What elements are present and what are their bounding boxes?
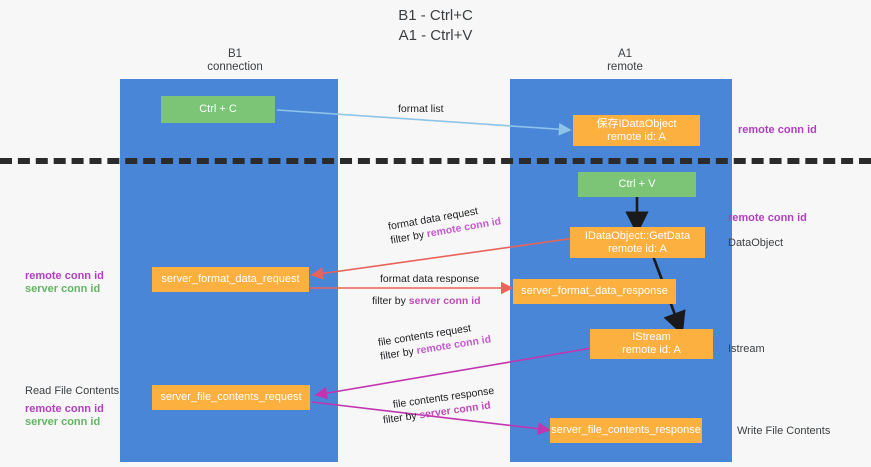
column-header-b1: B1 connection [207,48,263,73]
annotation-istream: Istream [728,343,765,355]
filter-prefix: filter by [382,409,421,427]
edge-label-format-data-response: format data response filter by server co… [372,272,481,308]
diagram-title: B1 - Ctrl+C A1 - Ctrl+V [398,7,473,44]
boundary-separator [0,158,871,164]
edge-label-format-data-request: format data request filter by remote con… [387,201,502,248]
node-ctrl-c[interactable]: Ctrl + C [161,96,275,123]
annotation-read-file-contents: Read File Contents [25,385,120,397]
edge-label-format-data-response-line2: filter by server conn id [372,294,481,308]
filter-key-server-conn-id: server conn id [408,295,481,307]
annotation-left-server-conn-id: server conn id [25,283,101,295]
annotation-write-file-contents: Write File Contents [737,425,831,437]
node-ctrl-v[interactable]: Ctrl + V [578,172,696,197]
node-server-file-contents-request[interactable]: server_file_contents_request [152,385,310,410]
annotation-right-top-remote-conn-id: remote conn id [738,124,817,136]
filter-prefix: filter by [372,295,409,307]
edge-label-file-contents-request: file contents request filter by remote c… [377,318,492,363]
annotation-dataobject: DataObject [728,237,784,249]
node-server-format-data-request[interactable]: server_format_data_request [152,267,309,292]
annotation-left-bottom-server-conn-id: server conn id [25,416,101,428]
node-save-idataobject[interactable]: 保存IDataObject remote id: A [573,115,700,146]
node-istream[interactable]: IStream remote id: A [590,329,713,359]
node-server-file-contents-response[interactable]: server_file_contents_response [550,418,702,443]
annotation-right-mid-remote-conn-id: remote conn id [728,212,807,224]
annotation-left-remote-conn-id: remote conn id [25,270,104,282]
annotation-left-bottom-remote-conn-id: remote conn id [25,403,104,415]
node-getdata[interactable]: IDataObject::GetData remote id: A [570,227,705,258]
edge-label-format-data-response-line1: format data response [380,273,480,285]
edge-label-format-list: format list [398,103,444,115]
edge-label-file-contents-response: file contents response filter by server … [382,384,497,427]
node-server-format-data-response[interactable]: server_format_data_response [513,279,676,304]
column-header-a1: A1 remote [607,48,643,73]
